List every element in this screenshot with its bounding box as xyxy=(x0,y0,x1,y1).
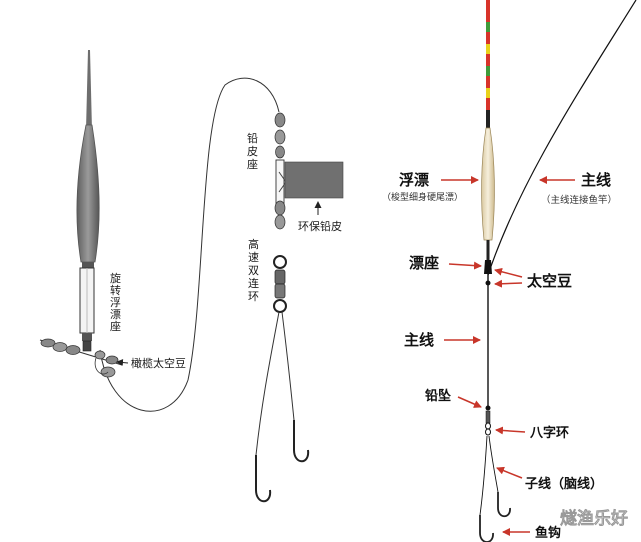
right-rig: 浮漂 （梭型细身硬尾漂） 主线 （主线连接鱼竿） 漂座 太空豆 主线 铅坠 八字… xyxy=(382,0,637,542)
left-sub-lines-and-hooks xyxy=(255,311,310,503)
float-seat-arrow xyxy=(448,261,482,270)
left-hook-2 xyxy=(293,420,310,463)
sub-line-label: 子线（脑线） xyxy=(525,476,603,492)
space-bean-2 xyxy=(485,280,491,286)
main-line-top-note: （主线连接鱼竿） xyxy=(541,194,617,206)
eco-lead-sheet-label: 环保铅皮 xyxy=(298,219,342,233)
lead-seat-assembly xyxy=(274,112,287,230)
sinker-bead xyxy=(485,405,491,411)
float-seat-label: 漂座 xyxy=(409,254,439,272)
gray-float-stem xyxy=(82,262,94,268)
gray-float xyxy=(76,50,100,268)
float-label: 浮漂 xyxy=(399,171,429,189)
sub-line-2 xyxy=(488,435,499,493)
left-rig: 旋 转 浮 漂 座 橄榄太空豆 铅 皮 座 环保铅皮 高 速 双 连 环 xyxy=(39,50,344,503)
swivel-float-seat xyxy=(79,267,95,352)
figure-eight-ring-bottom xyxy=(485,428,491,436)
sinker xyxy=(485,410,491,424)
lead-sheet xyxy=(284,161,344,199)
rod-line xyxy=(487,0,637,276)
main-line-top-label: 主线 xyxy=(581,171,611,189)
float-stem xyxy=(486,240,490,262)
space-bean-arrow-2 xyxy=(494,279,523,288)
left-main-line-curve xyxy=(99,77,280,412)
olive-beads-label: 橄榄太空豆 xyxy=(131,356,186,370)
space-beans-label: 太空豆 xyxy=(527,272,572,290)
main-line-label: 主线 xyxy=(404,331,434,349)
left-hook-1 xyxy=(255,455,272,503)
olive-bead-cluster xyxy=(39,338,123,378)
figure-eight-ring-label: 八字环 xyxy=(529,425,569,441)
space-bean-arrow-1 xyxy=(494,267,523,278)
olive-beads-arrow xyxy=(116,359,129,367)
figure-eight-ring-top xyxy=(485,422,491,430)
sinker-label: 铅坠 xyxy=(425,388,451,404)
sinker-arrow xyxy=(457,396,482,408)
hook-label: 鱼钩 xyxy=(535,525,561,541)
double-swivel-connector xyxy=(273,255,287,313)
float-note: （梭型细身硬尾漂） xyxy=(382,191,463,203)
figure-eight-arrow xyxy=(495,426,526,435)
gray-float-antenna xyxy=(86,50,92,130)
swivel-connector-label: 高 速 双 连 环 xyxy=(248,237,263,303)
sub-line-1 xyxy=(479,435,488,516)
swivel-float-seat-label: 旋 转 浮 漂 座 xyxy=(110,271,125,333)
watermark: 燧渔乐好 xyxy=(560,508,628,529)
right-hook-1 xyxy=(479,515,494,542)
lead-seat-label: 铅 皮 座 xyxy=(247,131,262,171)
right-hook-2 xyxy=(497,492,511,518)
float-body xyxy=(481,127,495,241)
gray-float-body xyxy=(76,124,100,263)
float-tip xyxy=(486,0,490,128)
space-bean-1 xyxy=(485,265,491,271)
sub-line-arrow xyxy=(496,466,523,479)
